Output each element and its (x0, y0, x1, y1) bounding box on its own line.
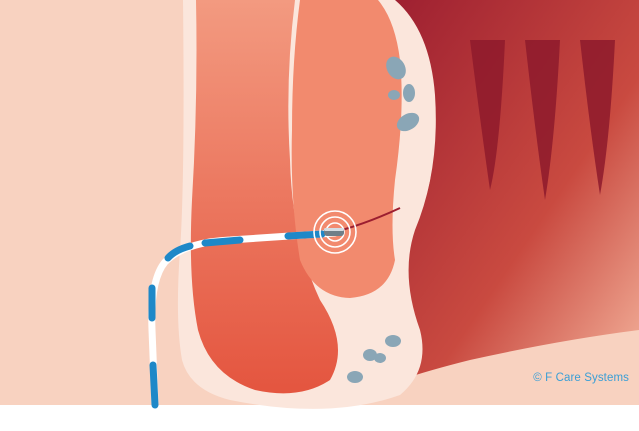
right-muscle (292, 0, 402, 298)
copyright-label: © F Care Systems (533, 372, 629, 384)
probe-tip-icon (314, 211, 356, 253)
